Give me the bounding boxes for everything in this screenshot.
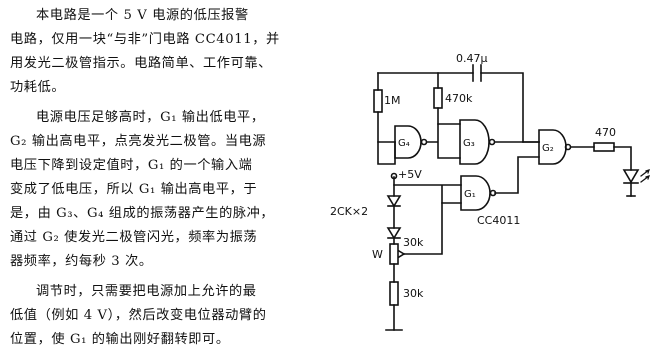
text-column: 本电路是一个 5 V 电源的低压报警 电路，仅用一块“与非”门电路 CC4011… xyxy=(10,4,298,358)
g1-label: G₁ xyxy=(464,189,476,200)
bubble-g1 xyxy=(489,189,497,197)
potentiometer-w xyxy=(389,243,399,265)
g2-out-wire xyxy=(570,146,632,171)
capacitor-symbol xyxy=(472,64,482,82)
gate-g3 xyxy=(459,119,490,165)
resistor-1m xyxy=(373,89,383,113)
resistor-470 xyxy=(593,142,615,152)
bubble-g3 xyxy=(488,138,496,146)
text-line: 通过 G₂ 使发光二极管闪光，频率为振荡 xyxy=(10,230,258,245)
r2-label: 470k xyxy=(445,92,473,105)
paragraph-3: 调节时，只需要把电源加上允许的最 低值（例如 4 V），然后改变电位器动臂的 位… xyxy=(10,280,298,352)
left-wire xyxy=(377,72,396,143)
cap-label: 0.47μ xyxy=(456,52,488,65)
g2-in-wire xyxy=(494,141,540,194)
g4-label: G₄ xyxy=(398,138,410,149)
resistor-30k xyxy=(389,281,399,306)
text-line: 变成了低电压，所以 G₁ 输出高电平，于 xyxy=(10,182,258,197)
pot-name-label: W xyxy=(372,248,383,261)
bubble-g4 xyxy=(420,138,428,146)
text-line: 电路，仅用一块“与非”门电路 CC4011，并 xyxy=(10,32,280,47)
diode-label: 2CK×2 xyxy=(330,205,368,218)
pot-value-label: 30k xyxy=(403,236,424,249)
ic-label: CC4011 xyxy=(477,214,520,227)
r-led-label: 470 xyxy=(595,126,616,139)
text-line: 用发光二极管指示。电路简单、工作可靠、 xyxy=(10,56,272,71)
text-line: 器频率，约每秒 3 次。 xyxy=(10,254,153,269)
text-line: 电源电压足够高时，G₁ 输出低电平， xyxy=(36,110,265,125)
vcc-label: +5V xyxy=(398,168,422,181)
text-line: 电压下降到设定值时，G₁ 的一个输入端 xyxy=(10,158,253,173)
top-wire xyxy=(377,72,524,143)
r1-label: 1M xyxy=(384,94,401,107)
pot-wiper-wire xyxy=(403,202,443,255)
diode-symbol xyxy=(386,195,402,240)
gate-g1 xyxy=(460,175,491,211)
text-line: 功耗低。 xyxy=(10,80,66,95)
text-line: 调节时，只需要把电源加上允许的最 xyxy=(36,284,257,299)
text-line: 本电路是一个 5 V 电源的低压报警 xyxy=(36,8,249,23)
vcc-to-g1-wire xyxy=(393,184,462,204)
vcc-node xyxy=(390,172,398,180)
paragraph-2: 电源电压足够高时，G₁ 输出低电平， G₂ 输出高电平，点亮发光二极管。当电源 … xyxy=(10,106,298,274)
text-line: 位置，使 G₁ 的输出刚好翻转即可。 xyxy=(10,332,230,347)
g4-out-wire xyxy=(426,123,461,159)
gate-g4 xyxy=(394,125,422,159)
paragraph-1: 本电路是一个 5 V 电源的低压报警 电路，仅用一块“与非”门电路 CC4011… xyxy=(10,4,298,100)
bubble-g2 xyxy=(564,143,572,151)
resistor-470k xyxy=(433,87,443,109)
g3-label: G₃ xyxy=(463,138,475,149)
pot-wiper-arrow xyxy=(397,249,406,259)
g3-feedback-wire xyxy=(377,141,396,165)
g2-label: G₂ xyxy=(542,143,554,154)
circuit-schematic: 0.47μ 1M 470k 470 +5V 2CK×2 CC4011 W 30k… xyxy=(330,52,650,331)
text-line: 是，由 G₃、G₄ 组成的振荡器产生的脉冲， xyxy=(10,206,275,221)
text-line: 低值（例如 4 V），然后改变电位器动臂的 xyxy=(10,308,267,323)
led-symbol xyxy=(622,169,650,197)
r-bottom-label: 30k xyxy=(403,287,424,300)
text-line: G₂ 输出高电平，点亮发光二极管。当电源 xyxy=(10,134,267,149)
